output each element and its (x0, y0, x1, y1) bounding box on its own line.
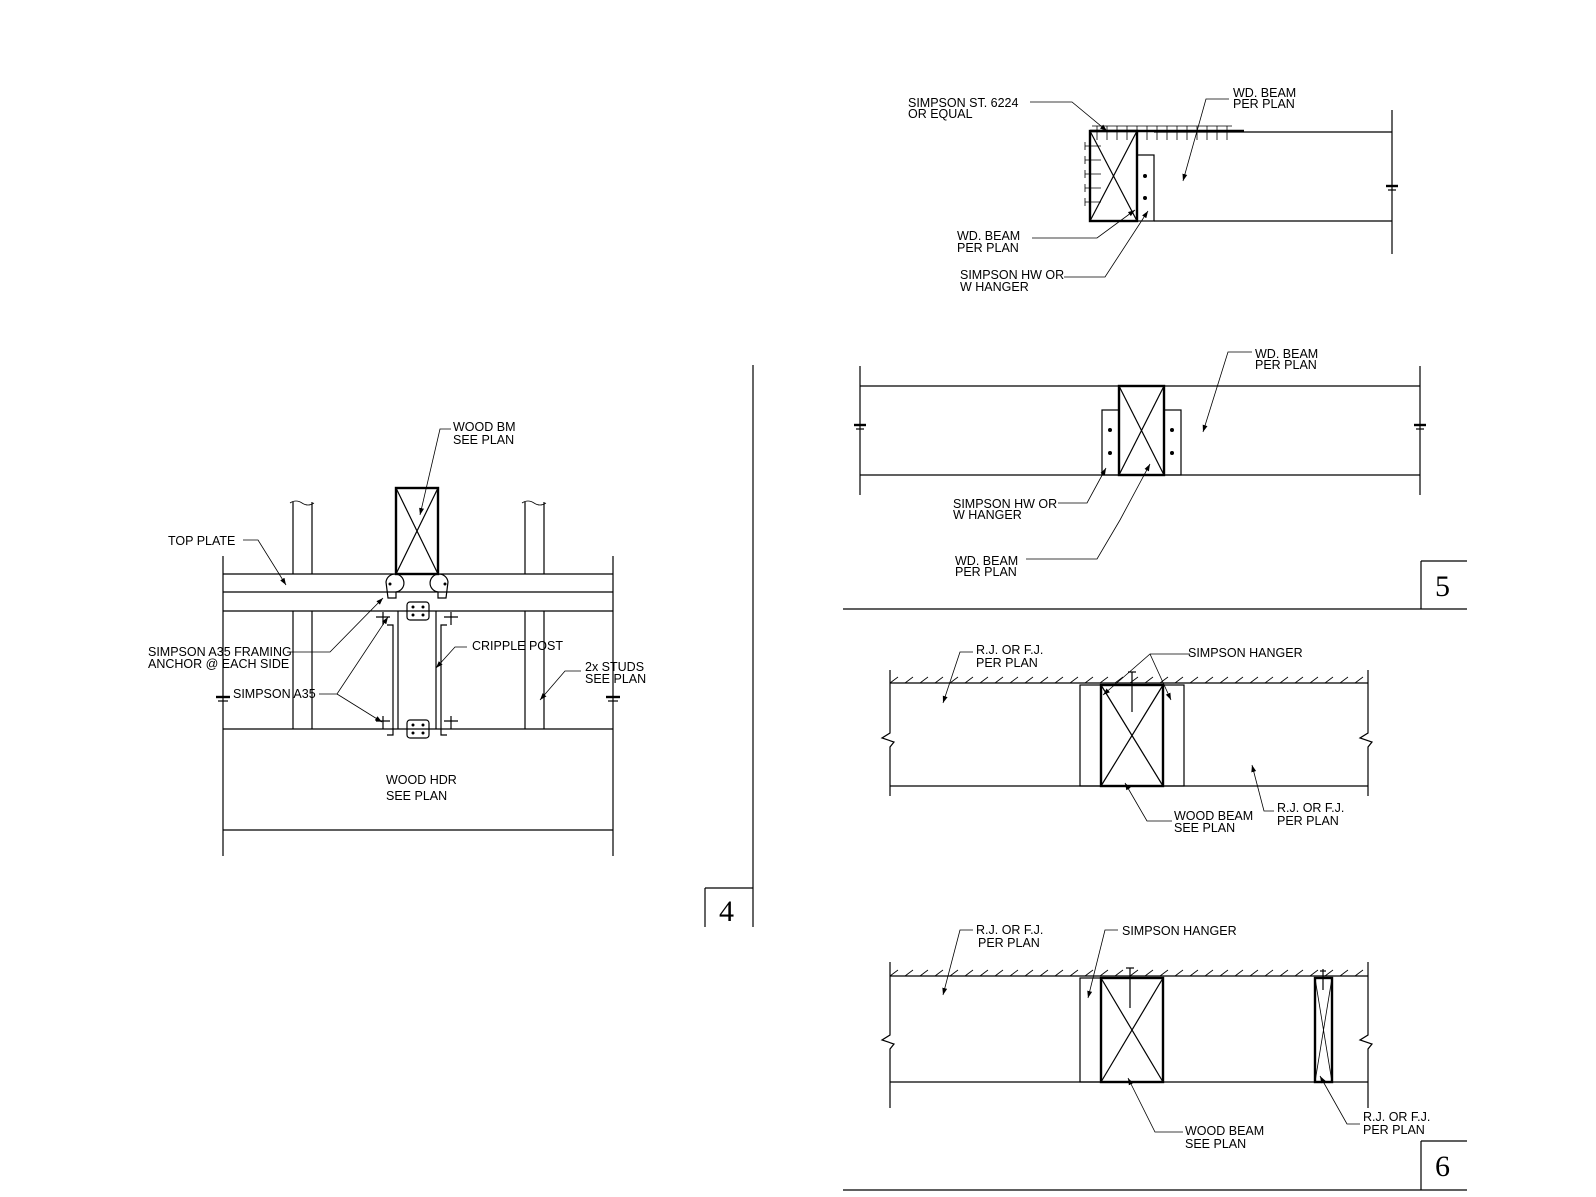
label-rj-fj-right: R.J. OR F.J. (1277, 801, 1344, 815)
labels-top: SIMPSON ST. 6224 OR EQUAL WD. BEAM PER P… (908, 86, 1296, 294)
hanger-left (1079, 684, 1102, 787)
svg-text:PER PLAN: PER PLAN (1277, 814, 1339, 828)
hanger-right (1163, 409, 1182, 476)
hw-hanger (1136, 154, 1155, 222)
leaders-5 (1026, 351, 1252, 560)
studs (289, 500, 547, 729)
svg-text:4: 4 (719, 895, 734, 928)
svg-text:W HANGER: W HANGER (953, 508, 1022, 522)
svg-text:PER PLAN: PER PLAN (1233, 97, 1295, 111)
svg-text:6: 6 (1435, 1150, 1450, 1183)
label-cripple-post: CRIPPLE POST (472, 639, 563, 653)
top-plate (223, 573, 613, 612)
svg-text:SEE PLAN: SEE PLAN (453, 433, 514, 447)
leaders-6a (942, 651, 1274, 822)
label-rj-fj-left: R.J. OR F.J. (976, 923, 1043, 937)
label-wd-beam-left: WD. BEAM (957, 229, 1020, 243)
label-simpson-hanger: SIMPSON HANGER (1122, 924, 1237, 938)
leaders-6b (942, 929, 1360, 1133)
labels-6a: R.J. OR F.J. PER PLAN SIMPSON HANGER WOO… (976, 643, 1344, 835)
label-hw-hanger: SIMPSON HW OR (953, 497, 1057, 511)
detail-number-6: 6 (843, 1140, 1467, 1191)
hanger-right (1162, 684, 1185, 787)
a35-anchors (376, 573, 458, 739)
detail-number-4: 4 (704, 887, 753, 928)
cripple-post (397, 611, 437, 729)
label-2x-studs: 2x STUDS (585, 660, 644, 674)
detail-5: WD. BEAM PER PLAN SIMPSON HW OR W HANGER… (843, 347, 1467, 610)
label-hw-hanger: SIMPSON HW OR (960, 268, 1064, 282)
label-wd-beam-right: WD. BEAM (1233, 86, 1296, 100)
svg-text:5: 5 (1435, 570, 1450, 603)
leaders-top (1030, 98, 1229, 278)
label-wood-bm: WOOD BM (453, 420, 516, 434)
label-rj-fj-right: R.J. OR F.J. (1363, 1110, 1430, 1124)
label-wood-beam: WOOD BEAM (1185, 1124, 1264, 1138)
wood-beam-section (394, 486, 440, 576)
svg-text:SEE PLAN: SEE PLAN (1174, 821, 1235, 835)
svg-text:SEE PLAN: SEE PLAN (1185, 1137, 1246, 1151)
label-wood-hdr: WOOD HDR (386, 773, 457, 787)
section-marks (216, 695, 620, 702)
detail-6-upper: R.J. OR F.J. PER PLAN SIMPSON HANGER WOO… (880, 643, 1374, 835)
carried-beam (1154, 110, 1398, 254)
svg-text:ANCHOR @ EACH SIDE: ANCHOR @ EACH SIDE (148, 657, 289, 671)
strap-nails (1084, 125, 1232, 206)
svg-text:PER PLAN: PER PLAN (976, 656, 1038, 670)
detail-beam-to-beam-top: SIMPSON ST. 6224 OR EQUAL WD. BEAM PER P… (908, 86, 1398, 294)
label-rj-fj-left: R.J. OR F.J. (976, 643, 1043, 657)
svg-text:W HANGER: W HANGER (960, 280, 1029, 294)
svg-text:SEE PLAN: SEE PLAN (386, 789, 447, 803)
svg-text:PER PLAN: PER PLAN (1363, 1123, 1425, 1137)
labels-5: WD. BEAM PER PLAN SIMPSON HW OR W HANGER… (953, 347, 1318, 579)
label-wd-beam-top: WD. BEAM (1255, 347, 1318, 361)
wood-header (222, 556, 614, 856)
label-a35-framing: SIMPSON A35 FRAMING (148, 645, 292, 659)
labels-6b: R.J. OR F.J. PER PLAN SIMPSON HANGER WOO… (976, 923, 1430, 1151)
svg-text:PER PLAN: PER PLAN (978, 936, 1040, 950)
label-simpson-a35: SIMPSON A35 (233, 687, 316, 701)
svg-text:PER PLAN: PER PLAN (1255, 358, 1317, 372)
svg-text:SEE PLAN: SEE PLAN (585, 672, 646, 686)
labels-4: WOOD BM SEE PLAN TOP PLATE SIMPSON A35 F… (148, 420, 646, 803)
label-top-plate: TOP PLATE (168, 534, 235, 548)
detail-4: 4 (148, 365, 754, 928)
hatch-6a (889, 676, 1364, 684)
label-wood-beam: WOOD BEAM (1174, 809, 1253, 823)
leaders-4 (243, 428, 581, 723)
svg-text:PER PLAN: PER PLAN (957, 241, 1019, 255)
label-simpson-hanger: SIMPSON HANGER (1188, 646, 1303, 660)
svg-text:PER PLAN: PER PLAN (955, 565, 1017, 579)
svg-text:OR EQUAL: OR EQUAL (908, 107, 973, 121)
hanger-left (1101, 409, 1120, 476)
label-wd-beam-bottom: WD. BEAM (955, 554, 1018, 568)
detail-6-lower: R.J. OR F.J. PER PLAN SIMPSON HANGER WOO… (843, 923, 1467, 1191)
detail-number-5: 5 (843, 560, 1467, 610)
label-simpson-st6224: SIMPSON ST. 6224 (908, 96, 1019, 110)
hanger (1079, 977, 1102, 1083)
